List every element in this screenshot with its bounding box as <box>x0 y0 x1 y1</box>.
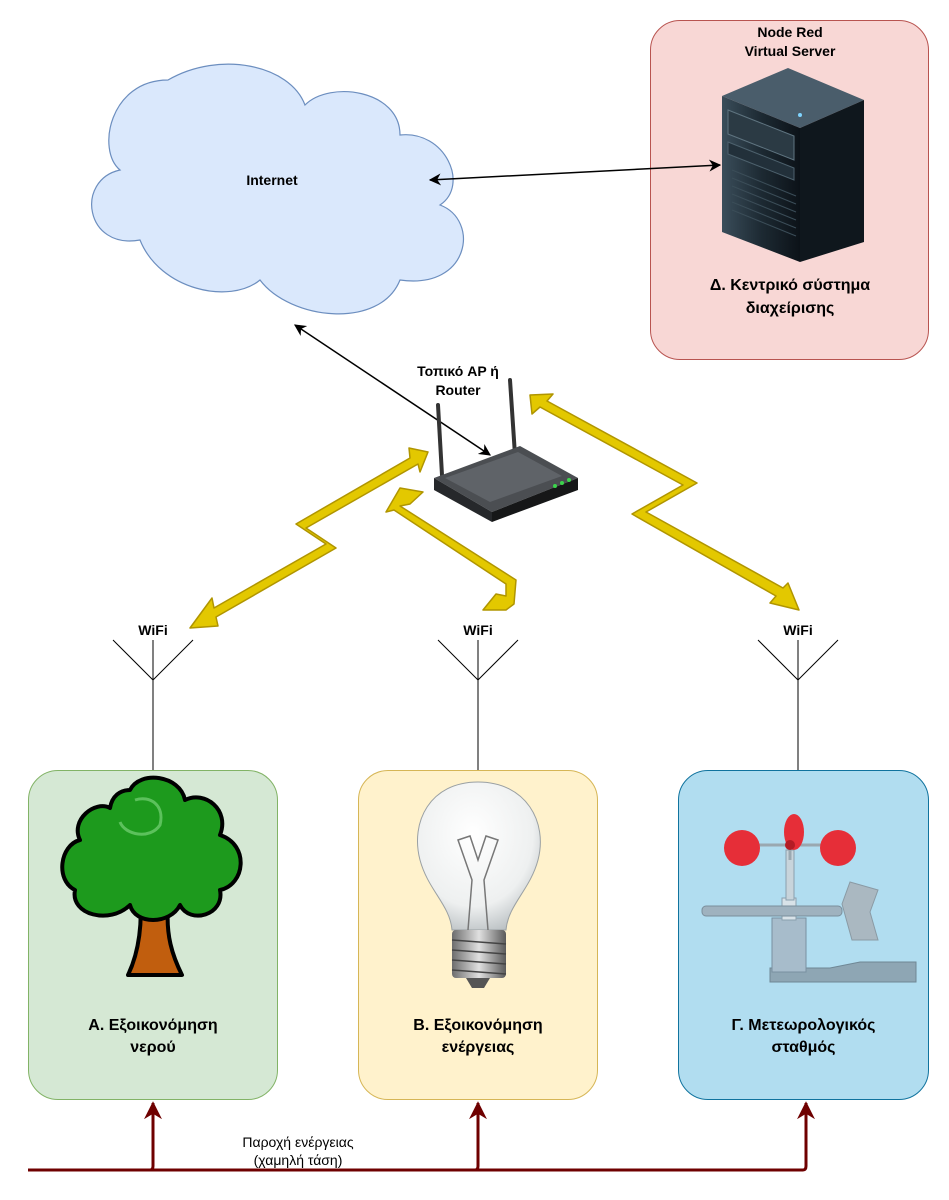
tree-icon <box>60 775 243 977</box>
wifi-label-right: WiFi <box>783 622 813 638</box>
lightbulb-icon <box>416 781 541 988</box>
server-caption: Δ. Κεντρικό σύστημα διαχείρισης <box>709 277 871 317</box>
wifi-link-left <box>189 447 429 629</box>
power-label: Παροχή ενέργειας (χαμηλή τάση) <box>242 1134 354 1168</box>
server-tower-icon <box>722 68 864 262</box>
wifi-link-right <box>529 393 800 611</box>
energy-node-caption: Β. Εξοικονόμηση ενέργειας <box>413 1017 543 1056</box>
server-title: Node Red Virtual Server <box>744 24 836 59</box>
anemometer-icon <box>701 814 917 983</box>
internet-cloud <box>91 63 464 315</box>
cloud-router-link <box>294 324 491 456</box>
internet-label: Internet <box>246 172 298 188</box>
antenna-middle-icon <box>437 639 519 770</box>
weather-node-caption: Γ. Μετεωρολογικός σταθμός <box>731 1017 876 1056</box>
router-label: Τοπικό AP ή Router <box>417 363 499 398</box>
router-icon <box>434 378 578 522</box>
wifi-label-left: WiFi <box>138 622 168 638</box>
wifi-label-middle: WiFi <box>463 622 493 638</box>
water-node-caption: Α. Εξοικονόμηση νερού <box>88 1017 218 1056</box>
power-line <box>28 1101 815 1172</box>
antenna-right-icon <box>757 639 839 770</box>
wifi-link-middle <box>385 487 517 611</box>
antenna-left-icon <box>112 639 194 770</box>
cloud-server-link <box>428 159 722 186</box>
